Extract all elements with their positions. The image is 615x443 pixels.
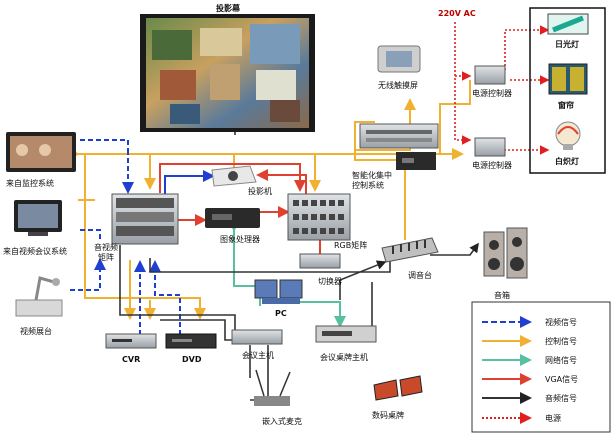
video-conference-monitor (14, 200, 62, 236)
legend-label-network: 网络信号 (545, 355, 577, 365)
legend-label-video: 视频信号 (545, 317, 577, 327)
dvd-device (165, 333, 217, 349)
conference-table-host (315, 325, 377, 343)
power-lines (454, 22, 550, 155)
speaker-label: 音箱 (494, 290, 510, 300)
video-signal-lines (70, 139, 181, 335)
mixer-label: 调音台 (408, 270, 432, 280)
video-conference-label: 来自视频会议系统 (3, 246, 67, 256)
digital-nameplate-icon (373, 375, 423, 401)
video-booth (15, 276, 63, 317)
control-box (396, 152, 436, 170)
projection-screen (140, 14, 315, 132)
legend-label-vga: VGA信号 (545, 374, 578, 384)
legend-vga: VGA信号 (482, 373, 578, 385)
rgb-matrix (287, 193, 351, 241)
video-signal-solid (164, 170, 215, 195)
embedded-mic-label: 嵌入式麦克 (262, 416, 302, 426)
image-processor (205, 208, 260, 228)
embedded-mic-icon (254, 369, 291, 406)
pc-label: PC (275, 309, 287, 318)
legend-label-power: 电源 (545, 413, 561, 423)
central-control-label-2: 控制系统 (352, 180, 384, 190)
curtain-icon (548, 63, 588, 95)
central-control-label-1: 智能化集中 (352, 170, 392, 180)
digital-nameplate-label: 数码桌牌 (372, 410, 404, 420)
legend-video: 视频信号 (482, 316, 577, 328)
legend-audio: 音频信号 (482, 392, 577, 404)
cvr-device (105, 333, 157, 349)
rgb-matrix-label: RGB矩阵 (334, 240, 367, 250)
incandescent-lamp-icon (555, 121, 581, 150)
lighting-group-box (529, 7, 606, 174)
central-control-unit (359, 123, 439, 149)
monitoring-monitor (6, 132, 76, 172)
pc-computers (254, 279, 303, 304)
legend-power: 电源 (482, 412, 561, 424)
projection-screen-label: 投影幕 (216, 3, 241, 13)
legend-label-control: 控制信号 (545, 336, 577, 346)
power-controller-bottom-label: 电源控制器 (472, 160, 512, 170)
image-processor-label: 图象处理器 (220, 234, 260, 244)
incandescent-lamp-label: 白炽灯 (555, 156, 579, 166)
legend-network: 网络信号 (482, 354, 577, 366)
conference-host-label: 会议主机 (242, 350, 274, 360)
legend-box (471, 301, 611, 433)
legend-label-audio: 音频信号 (545, 393, 577, 403)
power-controller-bottom (474, 137, 506, 157)
fluorescent-lamp-label: 日光灯 (555, 39, 579, 49)
video-booth-label: 视频展台 (20, 326, 52, 336)
switcher-label: 切换器 (318, 276, 342, 286)
dvd-label: DVD (182, 355, 202, 364)
cvr-label: CVR (122, 355, 140, 364)
av-matrix-label-2: 矩阵 (98, 252, 114, 262)
switcher-device (299, 253, 341, 269)
monitoring-system-label: 来自监控系统 (6, 178, 54, 188)
mixer-device (381, 237, 439, 263)
power-controller-top-label: 电源控制器 (472, 88, 512, 98)
projector-label: 投影机 (248, 186, 272, 196)
fluorescent-lamp-icon (547, 13, 589, 35)
power-controller-top (474, 65, 506, 85)
wireless-touch-screen (377, 45, 421, 73)
conference-table-host-label: 会议桌牌主机 (320, 352, 368, 362)
conference-host (231, 329, 283, 345)
power-220v-label: 220V AC (438, 9, 476, 18)
av-matrix (111, 193, 179, 245)
curtain-label: 窗帘 (558, 100, 574, 110)
speakers (483, 227, 528, 279)
av-matrix-label-1: 音视频 (94, 242, 118, 252)
projector (211, 165, 257, 187)
legend-control: 控制信号 (482, 335, 577, 347)
wireless-touch-screen-label: 无线触摸屏 (378, 80, 418, 90)
